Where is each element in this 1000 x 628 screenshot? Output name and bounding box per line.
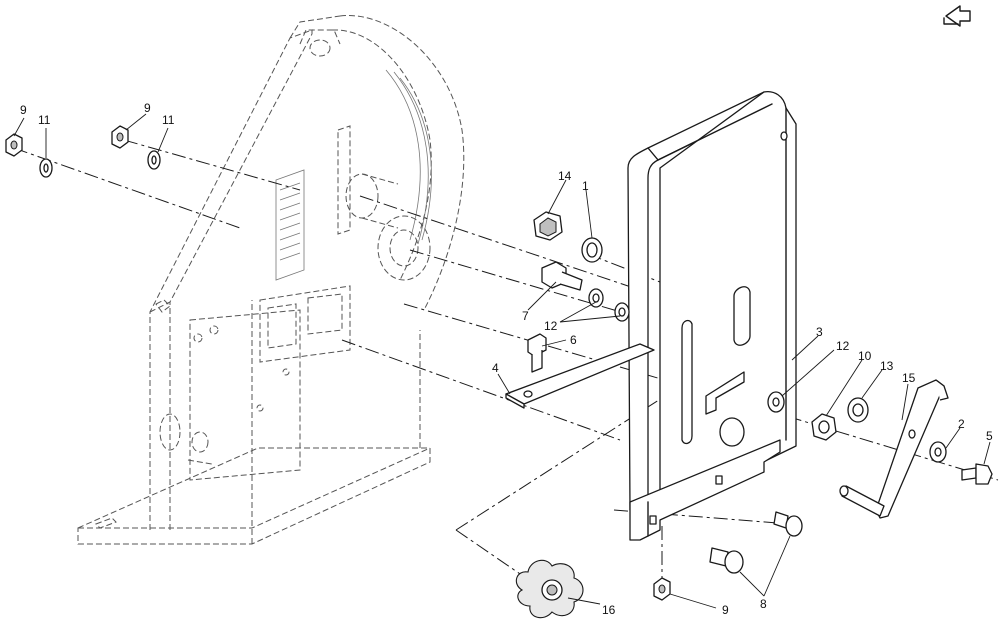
washer-part-1 — [581, 237, 603, 263]
callout-7: 7 — [522, 309, 529, 323]
knob-part-16 — [515, 559, 584, 619]
callout-16: 16 — [602, 603, 616, 617]
screw-part-5 — [961, 463, 993, 485]
leader-lines — [13, 113, 991, 609]
callout-5: 5 — [986, 429, 993, 443]
callout-11-a: 11 — [38, 113, 51, 127]
callout-10: 10 — [858, 349, 872, 363]
callout-9-a: 9 — [20, 103, 27, 117]
handle-part-15 — [839, 379, 949, 519]
callout-1: 1 — [582, 179, 589, 193]
nut-part-14 — [533, 211, 563, 241]
callout-4: 4 — [492, 361, 499, 375]
callout-12-a: 12 — [544, 319, 558, 333]
nuts-part-9 — [5, 125, 671, 601]
callout-13: 13 — [880, 359, 894, 373]
callout-15: 15 — [902, 371, 916, 385]
callout-9-c: 9 — [722, 603, 729, 617]
callout-6: 6 — [570, 333, 577, 347]
ghost-frame-assembly — [77, 15, 465, 545]
screw-part-6 — [527, 333, 547, 373]
callout-14: 14 — [558, 169, 572, 183]
flat-bar-part-4 — [505, 343, 655, 409]
callout-labels: 9 11 9 11 14 1 7 12 6 4 3 12 10 13 15 2 … — [20, 101, 993, 617]
callout-2: 2 — [958, 417, 965, 431]
callout-9-b: 9 — [144, 101, 151, 115]
callout-12-b: 12 — [836, 339, 850, 353]
arrow-turn-icon — [943, 5, 971, 27]
center-lines — [13, 139, 999, 582]
bracket-part-3 — [627, 90, 797, 541]
pins-part-8 — [709, 511, 803, 574]
callout-8: 8 — [760, 597, 767, 611]
nut-part-10 — [811, 413, 837, 441]
callout-3: 3 — [816, 325, 823, 339]
callout-11-b: 11 — [162, 113, 175, 127]
washer-part-2 — [929, 441, 947, 463]
bolt-part-7 — [541, 261, 583, 291]
washer-part-13 — [847, 397, 869, 423]
washers-part-11 — [39, 150, 161, 178]
